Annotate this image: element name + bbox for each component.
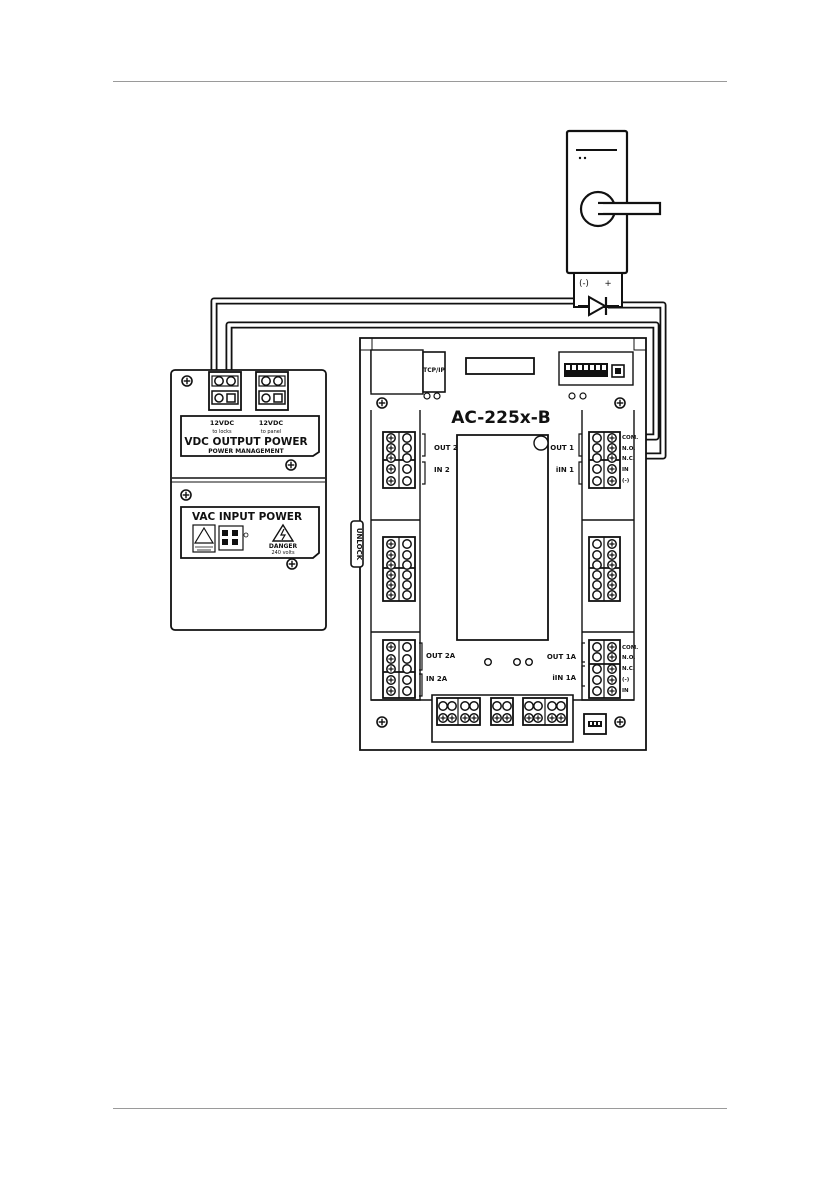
lock-minus-label: (-) — [579, 279, 589, 289]
right-lower-in-label: iIN 1A — [552, 674, 576, 682]
terminal-left-upper — [383, 432, 415, 488]
unlock-label: UNLOCK — [355, 528, 363, 561]
right-upper-terminal-no: N.O. — [622, 446, 635, 452]
terminal-left-middle — [383, 537, 415, 601]
warning-label-icon — [193, 525, 215, 552]
psu-terminal-locks — [209, 372, 241, 410]
unlock-tab: UNLOCK — [351, 521, 363, 567]
psu-mount-screw-icon — [286, 460, 296, 470]
right-upper-out-label: OUT 1 — [550, 444, 574, 452]
psu-terminal-panel — [256, 372, 288, 410]
left-lower-in-label: IN 2A — [426, 675, 448, 683]
terminal-right-upper — [589, 432, 620, 488]
vac-input-title: VAC INPUT POWER — [192, 511, 302, 523]
psu-mount-screw-icon — [287, 559, 297, 569]
danger-volts: 240 volts — [271, 550, 295, 556]
vdc-panel-desc: to panel — [261, 429, 281, 435]
center-panel — [457, 435, 548, 640]
right-lower-terminal-no: N.O. — [622, 655, 635, 661]
controller: TCP/IP AC-225x-B — [351, 338, 646, 750]
left-lower-out-label: OUT 2A — [426, 652, 456, 660]
controller-mount-screw-icon — [377, 717, 387, 727]
power-supply: 12VDC to locks 12VDC to panel VDC OUTPUT… — [171, 370, 326, 630]
bottom-terminal-blocks — [437, 698, 567, 725]
terminal-right-lower — [589, 640, 620, 698]
right-lower-terminal-in: IN — [622, 688, 629, 694]
right-upper-terminal-nc: N.C. — [622, 456, 635, 462]
left-upper-out-label: OUT 2 — [434, 444, 458, 452]
controller-mount-screw-icon — [615, 398, 625, 408]
controller-mount-screw-icon — [377, 398, 387, 408]
right-lower-out-label: OUT 1A — [547, 653, 577, 661]
vdc-locks-desc: to locks — [212, 429, 232, 435]
display-slot — [466, 358, 534, 374]
terminal-left-lower — [383, 640, 415, 698]
psu-mount-screw-icon — [181, 490, 191, 500]
right-lower-terminal-nc: N.C. — [622, 666, 635, 672]
vdc-locks-volt: 12VDC — [210, 419, 234, 427]
psu-enclosure — [171, 370, 326, 630]
lock-plus-label: + — [604, 279, 611, 289]
psu-mount-screw-icon — [182, 376, 192, 386]
right-lower-terminal-com: COM. — [622, 645, 638, 651]
vdc-output-title: VDC OUTPUT POWER — [184, 436, 307, 448]
right-upper-in-label: iIN 1 — [556, 466, 574, 474]
terminal-right-middle — [589, 537, 620, 601]
vdc-panel-volt: 12VDC — [259, 419, 283, 427]
tcpip-label: TCP/IP — [423, 367, 445, 374]
right-upper-terminal-in: IN — [622, 467, 629, 473]
usb-connector — [584, 714, 606, 734]
right-lower-terminal-neg: (-) — [622, 677, 630, 683]
model-label: AC-225x-B — [451, 408, 551, 428]
vdc-output-subtitle: POWER MANAGEMENT — [208, 448, 284, 455]
vdc-output-panel: 12VDC to locks 12VDC to panel VDC OUTPUT… — [181, 416, 319, 456]
left-upper-in-label: IN 2 — [434, 466, 450, 474]
door-lock: (-) + — [567, 131, 660, 307]
danger-label: DANGER — [269, 543, 298, 550]
vac-input-panel: VAC INPUT POWER DANGER 240 volts — [181, 507, 319, 558]
controller-mount-screw-icon — [615, 717, 625, 727]
right-upper-terminal-com: COM. — [622, 435, 638, 441]
right-upper-terminal-neg: (-) — [622, 478, 630, 484]
